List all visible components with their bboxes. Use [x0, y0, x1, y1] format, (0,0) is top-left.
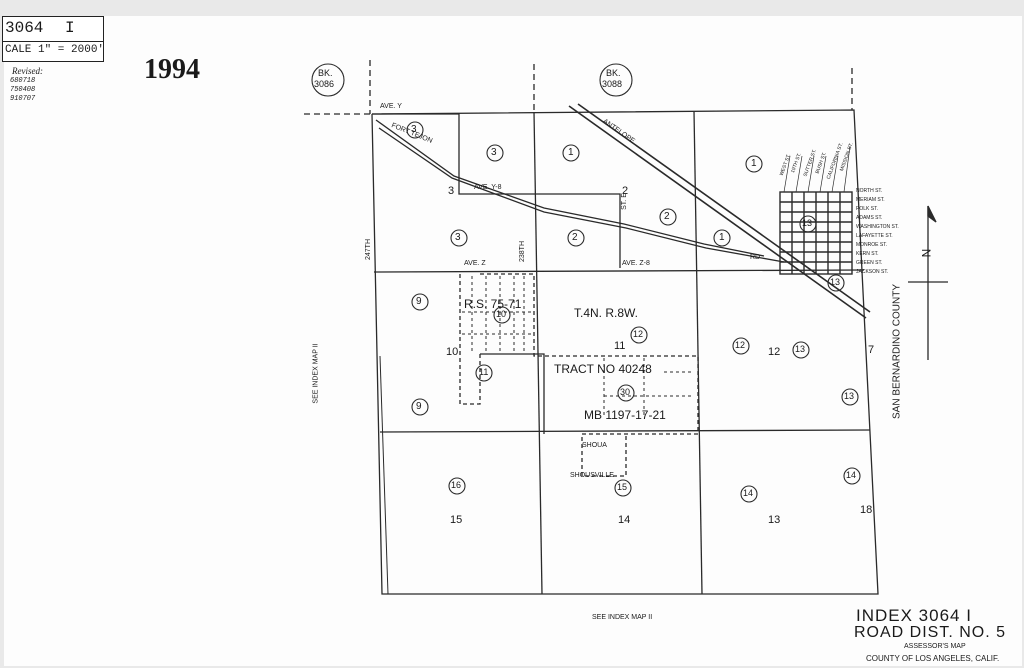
survey-label: R.S. 75-71: [464, 297, 522, 311]
town-street: POLK ST.: [856, 206, 878, 212]
parcel-number: 3: [455, 232, 461, 243]
parcel-number: 13: [795, 344, 806, 354]
index-title: INDEX 3064 I: [856, 606, 972, 625]
boundary-road: [379, 355, 389, 595]
parcel-number: 15: [617, 482, 628, 492]
parcel-number: 14: [743, 488, 754, 498]
town-street: ADAMS ST.: [856, 215, 883, 221]
road-label: 247TH: [365, 238, 373, 261]
map-number: 3064: [5, 19, 44, 37]
parcel-number: 1: [719, 232, 725, 243]
section-number: 11: [614, 340, 626, 352]
parcel-number: 13: [844, 391, 855, 401]
map-book-label: MB 1197-17-21: [584, 408, 666, 422]
section-number: 18: [860, 504, 873, 516]
town-street: LAFAYETTE ST.: [856, 233, 893, 239]
road-label: RD: [750, 254, 761, 261]
parcel-number: 1: [568, 147, 574, 158]
road-ave-y8: [375, 119, 765, 257]
town-street: KERN ST.: [856, 251, 879, 257]
parcel-number: 13: [802, 218, 813, 228]
parcel-number: 2: [664, 211, 670, 222]
road-fort-tejon: [378, 127, 785, 263]
section-number: 7: [868, 344, 875, 356]
revised-entry: 750408: [10, 86, 36, 94]
parcel-number: 1: [751, 158, 757, 169]
book-ref-label: BK.: [318, 68, 333, 78]
section-number: 10: [446, 346, 459, 358]
parcel-number: 16: [451, 480, 462, 490]
map-boundary: [371, 109, 879, 595]
assessor-map-drawing: [304, 60, 948, 595]
town-street: NORTH ST.: [856, 188, 883, 194]
parcel-number: 30: [620, 387, 631, 397]
section-line: [373, 269, 865, 273]
road-label: 238TH: [519, 240, 527, 263]
county-label: SAN BERNARDINO COUNTY: [891, 284, 903, 420]
revised-entry: 910707: [10, 95, 36, 103]
road-label: AVE. Z: [464, 260, 486, 267]
north-label: N: [919, 248, 934, 258]
map-scale: CALE 1" = 2000': [5, 44, 105, 56]
revised-label: Revised:: [12, 66, 43, 76]
county-footer: COUNTY OF LOS ANGELES, CALIF.: [866, 654, 1000, 663]
road-antelope: [568, 105, 867, 319]
rs-boundary: [459, 274, 481, 405]
section-number: 12: [768, 346, 781, 358]
road-label: SHOUA: [582, 442, 607, 449]
revised-entry: 680718: [10, 77, 36, 85]
map-number-box: 3064 I CALE 1" = 2000': [2, 16, 104, 62]
parcel-number: 12: [633, 329, 644, 339]
parcel-number: 3: [411, 124, 417, 135]
book-ref-number: 3086: [314, 79, 335, 89]
parcel-number: 12: [735, 340, 746, 350]
book-ref-circle: [599, 63, 633, 97]
town-street: MERIAM ST.: [856, 197, 885, 203]
map-letter: I: [65, 19, 75, 37]
see-index-label: SEE INDEX MAP II: [592, 614, 653, 621]
road-district-title: ROAD DIST. NO. 5: [854, 624, 1007, 641]
road-ave-y: [372, 113, 621, 268]
parcel-number: 2: [572, 232, 578, 243]
tract-label: TRACT NO 40248: [554, 362, 652, 376]
section-number: 14: [618, 514, 631, 526]
section-line: [693, 110, 703, 595]
road-label: AVE. Z-8: [622, 260, 650, 267]
parcel-number: 9: [416, 296, 422, 307]
book-ref-number: 3088: [602, 79, 623, 89]
parcel-number: 14: [846, 470, 857, 480]
tract-boundary: [480, 273, 699, 477]
tract-road: [480, 353, 545, 434]
see-index-label: SEE INDEX MAP II: [312, 343, 320, 404]
section-line: [533, 111, 543, 595]
parcel-number: 9: [416, 401, 422, 412]
section-number: 3: [448, 185, 455, 197]
parcel-number: 11: [479, 367, 489, 377]
road-label: SHOUSVILLE: [570, 472, 614, 479]
assessor-label: ASSESSOR'S MAP: [904, 643, 966, 650]
section-line: [379, 429, 871, 433]
parcel-number: 10: [496, 309, 507, 319]
town-street: JACKSON ST.: [856, 269, 889, 275]
section-number: 2: [622, 185, 629, 197]
town-street: GREEN ST.: [856, 260, 883, 266]
book-ref-label: BK.: [606, 68, 621, 78]
map-sheet: 3064 I CALE 1" = 2000' 1994 Revised: 680…: [2, 16, 1022, 666]
road-antelope: [577, 103, 871, 313]
town-street: MONROE ST.: [856, 242, 888, 248]
section-number: 15: [450, 514, 463, 526]
section-number: 13: [768, 514, 781, 526]
township-label: T.4N. R.8W.: [574, 306, 639, 320]
town-street: WASHINGTON ST.: [856, 224, 899, 230]
road-label: AVE. Y: [380, 103, 402, 110]
parcel-number: 3: [491, 147, 497, 158]
book-ref-circle: [311, 63, 345, 97]
road-label: AVE. Y-8: [474, 184, 502, 191]
parcel-number: 13: [830, 277, 841, 287]
map-year: 1994: [144, 54, 200, 85]
